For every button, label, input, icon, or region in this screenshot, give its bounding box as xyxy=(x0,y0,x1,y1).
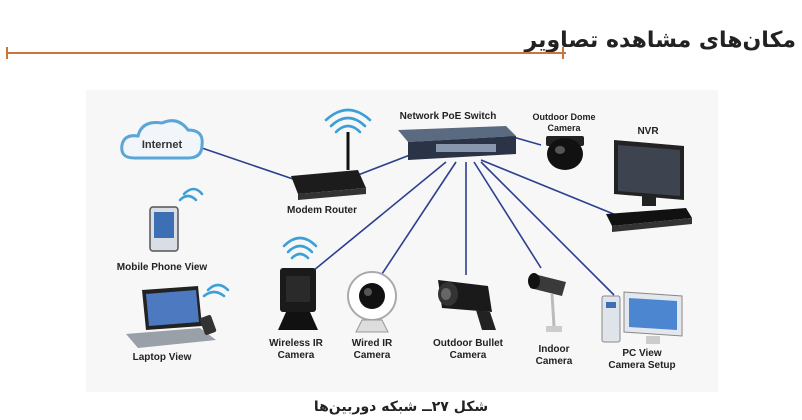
label-bullet-line2: Camera xyxy=(450,350,487,361)
label-laptop-view: Laptop View xyxy=(133,352,192,363)
label-wireless-line1: Wireless IR xyxy=(269,338,324,349)
poe-switch-icon: Network PoE Switch xyxy=(398,111,516,160)
label-wireless-line2: Camera xyxy=(278,350,315,361)
router-icon: Modem Router xyxy=(287,108,372,216)
label-modem-router: Modem Router xyxy=(287,205,357,216)
heading-rule xyxy=(8,52,566,54)
nvr-icon: NVR xyxy=(606,126,692,232)
wire-switch-nvr xyxy=(480,159,617,216)
label-pc-line2: Camera Setup xyxy=(608,360,675,371)
label-dome-line1: Outdoor Dome xyxy=(533,112,596,122)
section-heading: مکان‌های مشاهده تصاویر xyxy=(524,28,797,53)
wired-camera-icon: Wired IR Camera xyxy=(347,271,397,361)
figure-caption: شکل ۲۷ــ شبکه دوربین‌ها xyxy=(313,399,489,415)
label-dome-line2: Camera xyxy=(547,123,581,133)
wire-switch-indoor xyxy=(473,161,542,269)
wire-internet-router xyxy=(195,145,297,181)
label-mobile-view: Mobile Phone View xyxy=(117,262,208,273)
rule-tick-left xyxy=(6,47,8,59)
label-indoor-line2: Camera xyxy=(536,356,573,367)
label-wired-line2: Camera xyxy=(354,350,391,361)
rule-tick-right xyxy=(562,47,564,59)
pc-icon: PC View Camera Setup xyxy=(601,291,683,371)
label-nvr: NVR xyxy=(637,126,659,137)
label-bullet-line1: Outdoor Bullet xyxy=(433,338,504,349)
label-internet: Internet xyxy=(142,139,183,151)
mobile-phone-icon: Mobile Phone View xyxy=(117,187,208,273)
label-poe-switch: Network PoE Switch xyxy=(400,111,497,122)
wire-switch-wired xyxy=(377,161,457,281)
label-wired-line1: Wired IR xyxy=(352,338,393,349)
dome-camera-icon: Outdoor Dome Camera xyxy=(533,112,596,170)
diagram-svg: Internet Modem Router Network PoE Switch… xyxy=(117,108,692,371)
network-wires xyxy=(195,134,617,296)
laptop-icon: Laptop View xyxy=(126,283,230,363)
label-pc-line1: PC View xyxy=(622,348,661,359)
wireless-camera-icon: Wireless IR Camera xyxy=(269,236,324,361)
wire-switch-wireless xyxy=(307,161,447,276)
camera-network-diagram: Internet Modem Router Network PoE Switch… xyxy=(86,90,718,392)
bullet-camera-icon: Outdoor Bullet Camera xyxy=(433,280,504,361)
wire-switch-pc xyxy=(480,161,615,296)
cloud-icon: Internet xyxy=(120,119,204,160)
label-indoor-line1: Indoor xyxy=(538,344,569,355)
indoor-camera-icon: Indoor Camera xyxy=(528,273,573,367)
